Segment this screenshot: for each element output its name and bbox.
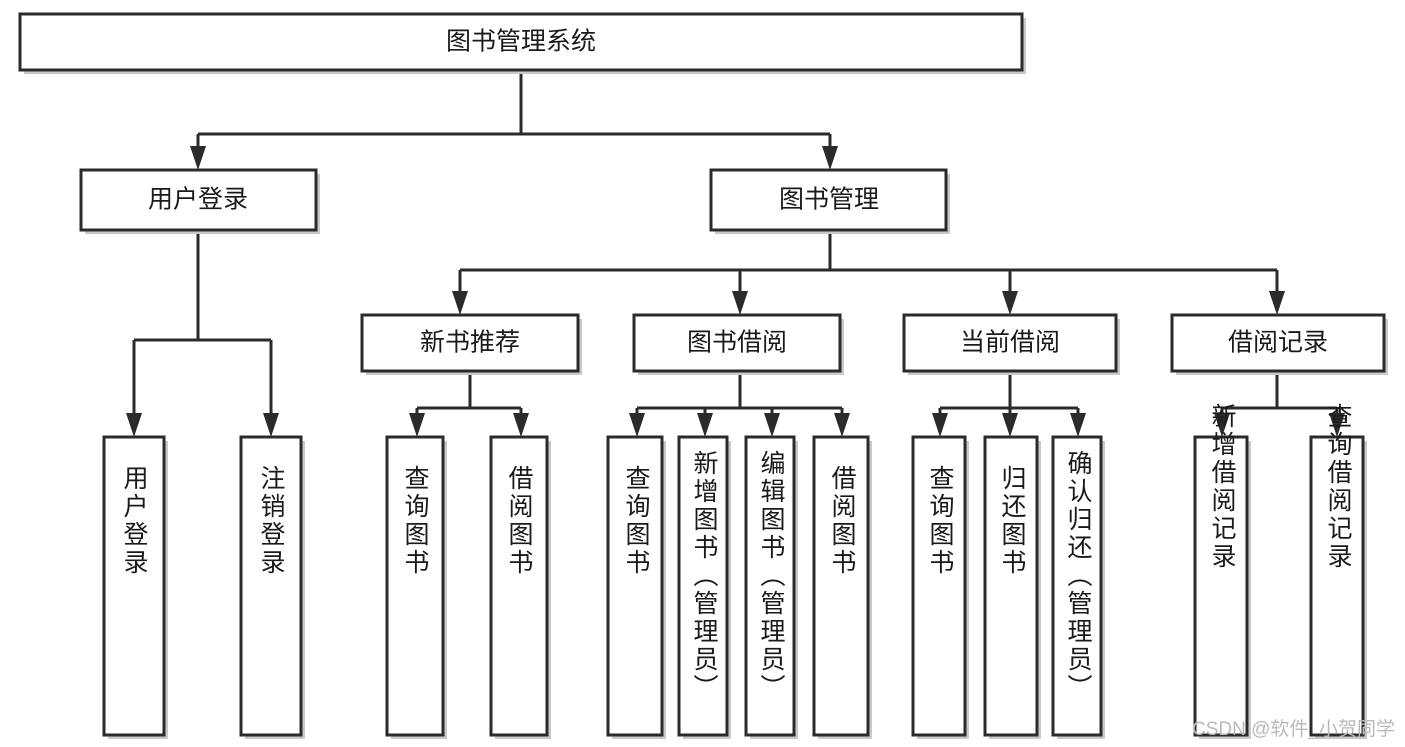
node-book-manage[interactable]: 图书管理 xyxy=(709,168,950,234)
leaf-bb-edit-book-box[interactable] xyxy=(744,435,796,737)
node-book-borrow[interactable]: 图书借阅 xyxy=(632,313,844,375)
node-user-login-label: 用户登录 xyxy=(148,186,248,214)
leaf-node[interactable]: 查询图书 xyxy=(385,435,447,739)
leaf-br-query-record-label: 查询借阅记录 xyxy=(1324,403,1353,571)
arrow-head-leaf-logout xyxy=(263,413,279,437)
leaf-cb-confirm-return-box[interactable] xyxy=(1051,435,1103,737)
leaf-node[interactable]: 新增图书（管理员） xyxy=(677,435,731,739)
leaf-node[interactable]: 归还图书 xyxy=(983,435,1041,739)
arrow-head-bb-leaf-1 xyxy=(629,413,645,437)
node-book-manage-box[interactable] xyxy=(709,168,948,232)
node-root-box[interactable] xyxy=(18,12,1024,72)
node-new-book-recommend-label: 新书推荐 xyxy=(420,329,520,357)
leaf-logout-label: 注销登录 xyxy=(257,465,286,577)
edge-group xyxy=(126,70,1345,437)
node-current-borrow-box[interactable] xyxy=(902,313,1118,373)
leaf-node[interactable]: 借阅图书 xyxy=(489,435,551,739)
node-new-book-recommend[interactable]: 新书推荐 xyxy=(360,313,582,375)
leaf-nb-borrow-book-label: 借阅图书 xyxy=(505,465,534,577)
arrow-head-borrow-record xyxy=(1269,291,1285,315)
leaf-bb-borrow-book-label: 借阅图书 xyxy=(828,465,857,577)
arrow-head-book-manage xyxy=(822,146,838,170)
leaf-cb-confirm-return-label: 确认归还（管理员） xyxy=(1064,450,1093,702)
leaf-bb-edit-book-label: 编辑图书（管理员） xyxy=(757,450,786,702)
node-borrow-record-box[interactable] xyxy=(1170,313,1386,373)
node-current-borrow[interactable]: 当前借阅 xyxy=(902,313,1120,375)
arrow-head-nb-leaf-2 xyxy=(513,413,529,437)
node-new-book-recommend-box[interactable] xyxy=(360,313,580,373)
leaf-node[interactable]: 新增借阅记录 xyxy=(1193,403,1251,739)
leaf-node[interactable]: 借阅图书 xyxy=(812,435,872,739)
arrow-head-current-borrow xyxy=(1002,291,1018,315)
arrow-head-leaf-user-login xyxy=(126,413,142,437)
arrow-head-bb-leaf-3 xyxy=(764,413,780,437)
leaf-bb-query-book-label: 查询图书 xyxy=(622,465,651,577)
leaf-node[interactable]: 查询图书 xyxy=(606,435,666,739)
node-root[interactable]: 图书管理系统 xyxy=(18,12,1026,74)
node-borrow-record[interactable]: 借阅记录 xyxy=(1170,313,1388,375)
node-book-borrow-box[interactable] xyxy=(632,313,842,373)
arrow-head-new-book xyxy=(452,291,468,315)
arrow-head-br-leaf-1 xyxy=(1214,413,1230,437)
node-borrow-record-label: 借阅记录 xyxy=(1228,329,1328,357)
leaf-nb-query-book-label: 查询图书 xyxy=(401,465,430,577)
leaf-br-add-record-label: 新增借阅记录 xyxy=(1208,403,1237,571)
leaf-bb-add-book-label: 新增图书（管理员） xyxy=(690,450,719,702)
leaf-node[interactable]: 确认归还（管理员） xyxy=(1051,435,1105,739)
leaf-node[interactable]: 查询图书 xyxy=(911,435,969,739)
leaf-node[interactable]: 编辑图书（管理员） xyxy=(744,435,798,739)
leaf-bb-query-book-box[interactable] xyxy=(606,435,664,737)
arrow-head-nb-leaf-1 xyxy=(409,413,425,437)
arrow-head-book-borrow xyxy=(732,291,748,315)
leaf-bb-add-book-box[interactable] xyxy=(677,435,729,737)
leaf-nb-borrow-book-box[interactable] xyxy=(489,435,549,737)
arrow-head-bb-leaf-4 xyxy=(834,413,850,437)
node-user-login[interactable]: 用户登录 xyxy=(79,168,320,234)
node-current-borrow-label: 当前借阅 xyxy=(960,329,1060,357)
leaf-cb-query-book-box[interactable] xyxy=(911,435,967,737)
leaf-user-login-box[interactable] xyxy=(102,435,166,737)
leaf-node[interactable]: 注销登录 xyxy=(239,435,305,739)
node-book-borrow-label: 图书借阅 xyxy=(687,329,787,357)
leaf-nb-query-book-box[interactable] xyxy=(385,435,445,737)
leaf-cb-return-book-label: 归还图书 xyxy=(998,465,1027,577)
arrow-head-cb-leaf-1 xyxy=(932,413,948,437)
node-user-login-box[interactable] xyxy=(79,168,318,232)
node-root-label: 图书管理系统 xyxy=(446,28,596,56)
arrow-head-cb-leaf-3 xyxy=(1070,413,1086,437)
leaf-logout-box[interactable] xyxy=(239,435,303,737)
leaf-node[interactable]: 查询借阅记录 xyxy=(1309,403,1367,739)
leaf-br-add-record-box[interactable] xyxy=(1193,435,1249,737)
arrow-head-user-login xyxy=(190,146,206,170)
arrow-head-bb-leaf-2 xyxy=(697,413,713,437)
node-book-manage-label: 图书管理 xyxy=(779,186,879,214)
leaf-cb-return-book-box[interactable] xyxy=(983,435,1039,737)
leaf-br-query-record-box[interactable] xyxy=(1309,435,1365,737)
csdn-watermark: CSDN @软件_小贺同学 xyxy=(1192,719,1395,740)
leaf-cb-query-book-label: 查询图书 xyxy=(926,465,955,577)
leaf-bb-borrow-book-box[interactable] xyxy=(812,435,870,737)
leaf-node[interactable]: 用户登录 xyxy=(102,435,168,739)
leaf-user-login-label: 用户登录 xyxy=(120,465,149,577)
arrow-head-cb-leaf-2 xyxy=(1002,413,1018,437)
arrow-head-br-leaf-2 xyxy=(1329,413,1345,437)
